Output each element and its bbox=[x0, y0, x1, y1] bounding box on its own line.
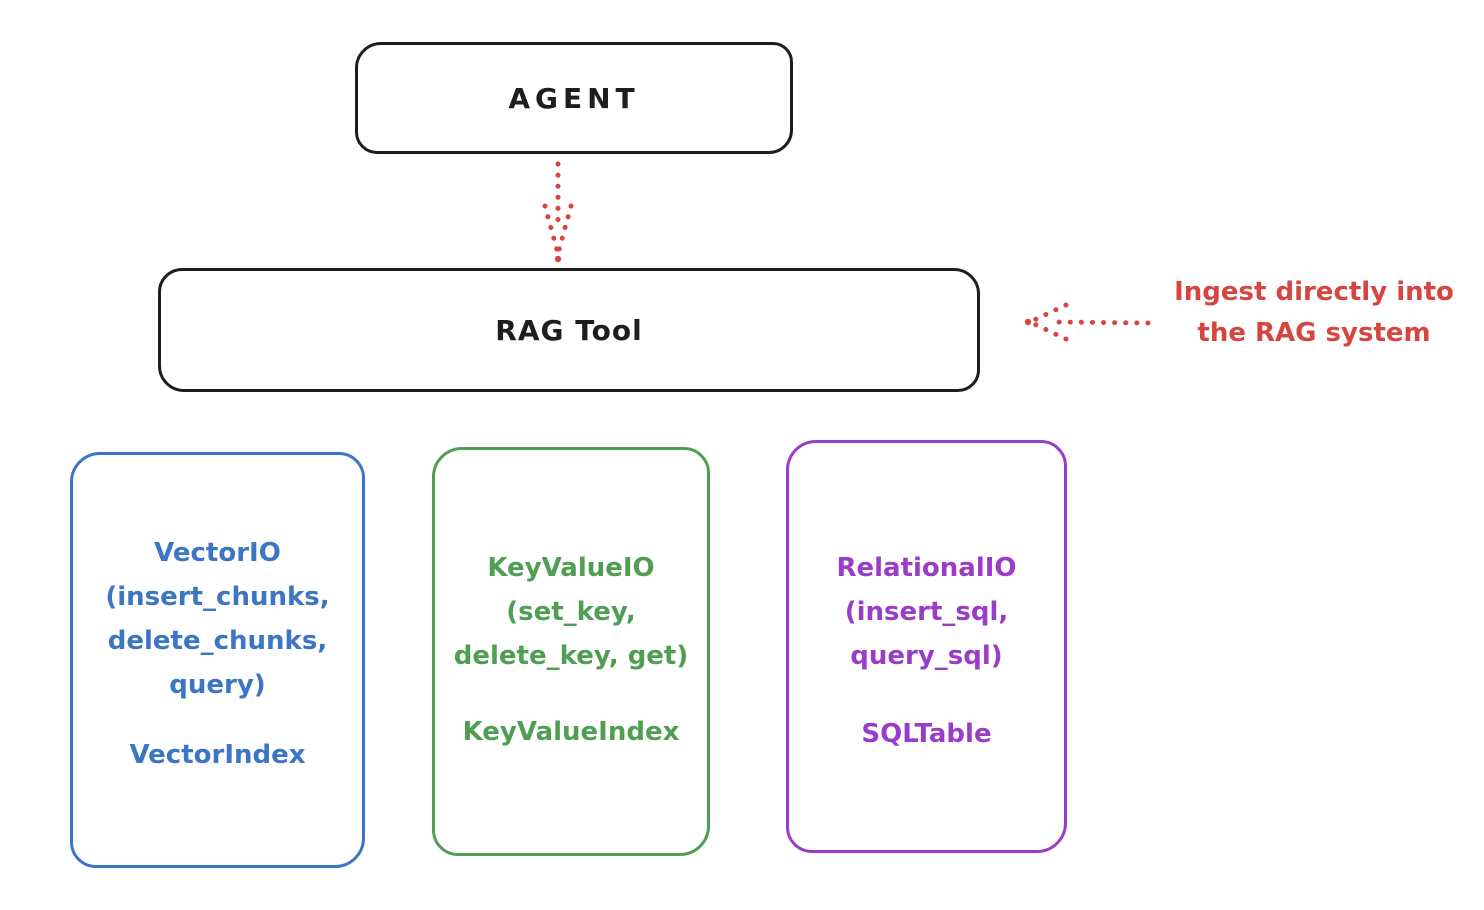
ingest-annotation-line: the RAG system bbox=[1197, 318, 1431, 348]
rag-tool-label: RAG Tool bbox=[495, 313, 643, 347]
ingest-annotation-line: Ingest directly into bbox=[1174, 277, 1454, 307]
storage-box-line: VectorIO bbox=[154, 538, 281, 568]
storage-box-line: delete_key, get) bbox=[453, 641, 689, 671]
storage-box-line: (set_key, bbox=[506, 597, 636, 627]
ingest-annotation: Ingest directly into the RAG system bbox=[1148, 272, 1480, 354]
storage-box-line: (insert_sql, bbox=[844, 597, 1009, 627]
relational-io-box: RelationalIO (insert_sql, query_sql) SQL… bbox=[786, 440, 1067, 853]
keyvalue-index-label: KeyValueIndex bbox=[462, 717, 680, 747]
vector-index-label: VectorIndex bbox=[129, 740, 306, 770]
agent-to-ragtool-arrow-icon bbox=[542, 161, 574, 263]
storage-box-line: query_sql) bbox=[850, 641, 1003, 671]
storage-box-line: KeyValueIO bbox=[487, 553, 655, 583]
storage-box-line: query) bbox=[169, 670, 266, 700]
storage-box-line: RelationalIO bbox=[836, 553, 1017, 583]
ingest-annotation-arrow-icon bbox=[1024, 302, 1151, 342]
storage-box-line: (insert_chunks, bbox=[105, 582, 330, 612]
rag-tool-node: RAG Tool bbox=[158, 268, 980, 392]
sql-table-label: SQLTable bbox=[861, 719, 992, 749]
keyvalue-io-box: KeyValueIO (set_key, delete_key, get) Ke… bbox=[432, 447, 710, 856]
agent-label: AGENT bbox=[508, 81, 640, 115]
agent-node: AGENT bbox=[355, 42, 793, 154]
vector-io-box: VectorIO (insert_chunks, delete_chunks, … bbox=[70, 452, 365, 868]
storage-box-line: delete_chunks, bbox=[107, 626, 328, 656]
